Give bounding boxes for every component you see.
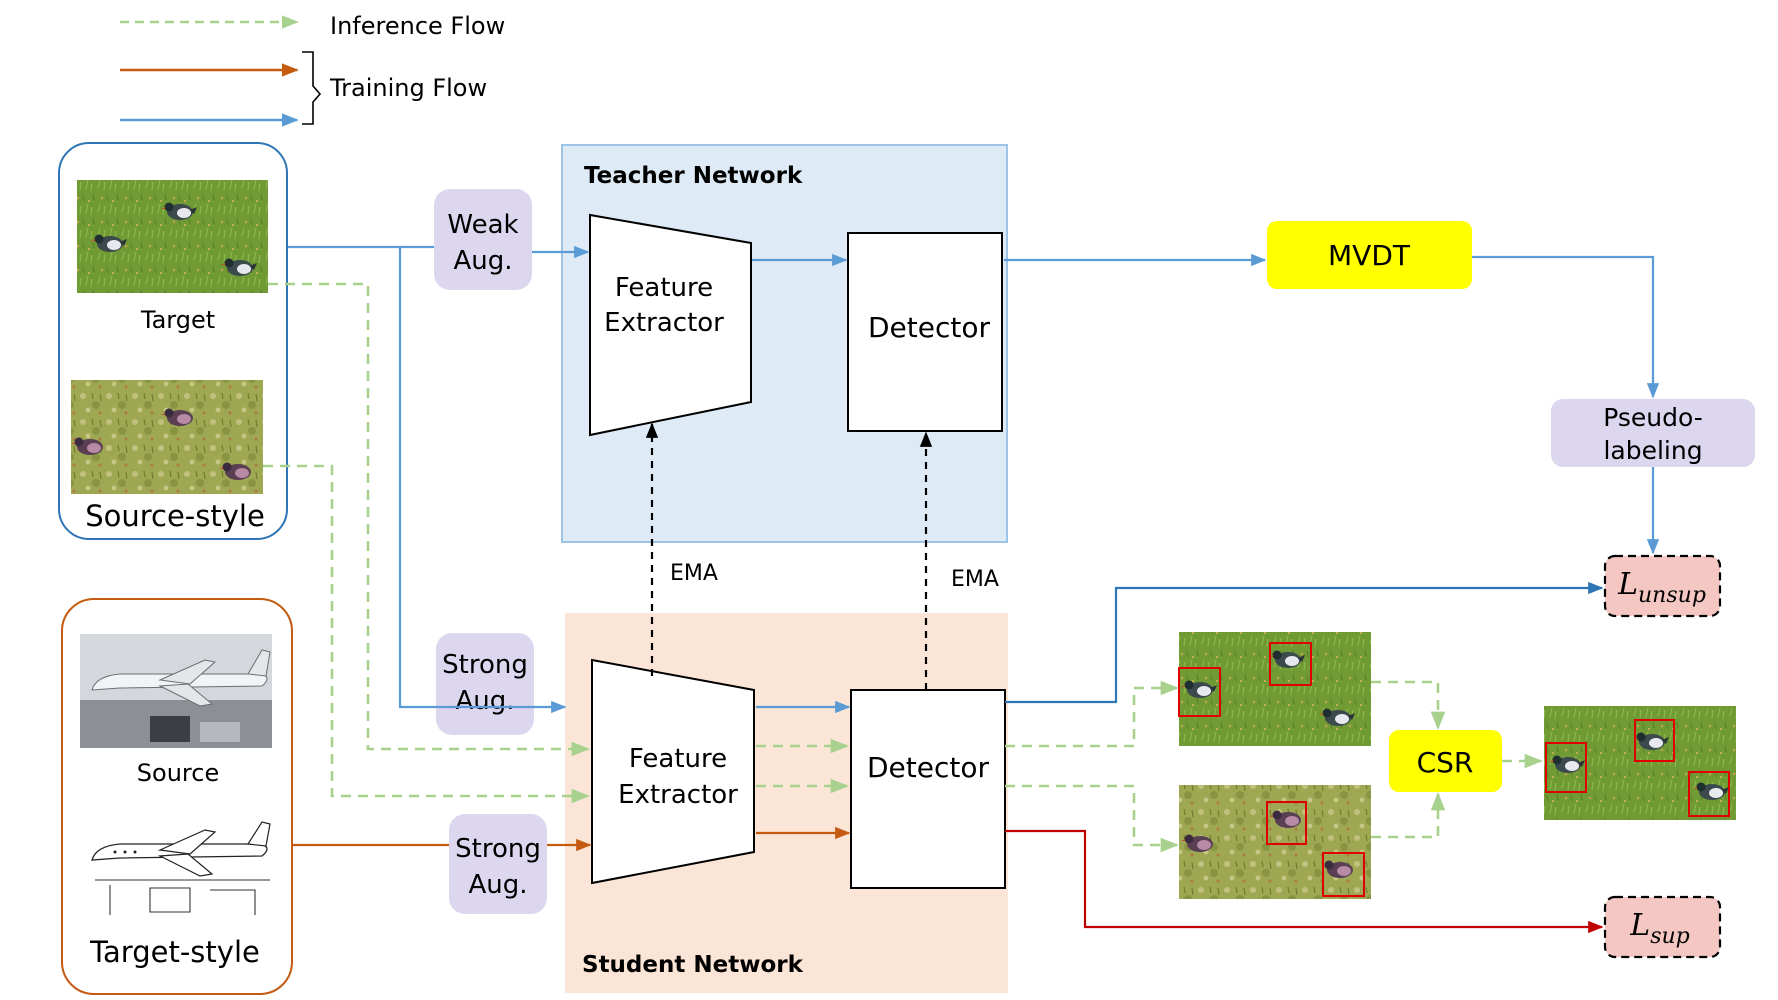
loss-unsup-symbol: L bbox=[1617, 567, 1638, 602]
student-prediction-source-style-image bbox=[1179, 785, 1371, 899]
legend-brace bbox=[302, 51, 322, 125]
loss-sup-symbol: L bbox=[1629, 908, 1650, 943]
svg-text:Lsup: Lsup bbox=[1629, 908, 1689, 949]
target-domain-frame bbox=[58, 142, 288, 540]
svg-text:Detector: Detector bbox=[867, 751, 989, 784]
loss-unsup-box: Lunsup bbox=[1603, 554, 1722, 618]
svg-text:Feature: Feature bbox=[615, 273, 713, 303]
target-style-image bbox=[82, 821, 275, 926]
svg-text:CSR: CSR bbox=[1417, 746, 1474, 779]
mvdt-box: MVDT bbox=[1267, 221, 1472, 289]
source-domain-frame bbox=[61, 598, 293, 995]
ema-label-feature: EMA bbox=[670, 561, 718, 586]
weak-aug-box: Weak Aug. bbox=[434, 189, 532, 290]
csr-box: CSR bbox=[1389, 730, 1502, 792]
svg-text:Extractor: Extractor bbox=[618, 780, 738, 810]
target-style-label: Target-style bbox=[89, 935, 260, 969]
student-network-title: Student Network bbox=[582, 952, 804, 978]
loss-unsup-subscript: unsup bbox=[1638, 583, 1706, 608]
teacher-feature-extractor: Feature Extractor bbox=[589, 213, 752, 437]
student-prediction-target-image bbox=[1178, 632, 1371, 746]
pseudo-labeling-box: Pseudo- labeling bbox=[1551, 399, 1755, 467]
svg-text:Aug.: Aug. bbox=[455, 686, 514, 716]
svg-text:Lunsup: Lunsup bbox=[1617, 567, 1706, 608]
svg-text:Aug.: Aug. bbox=[468, 870, 527, 900]
inference-flow-label: Inference Flow bbox=[330, 12, 505, 40]
ema-label-detector: EMA bbox=[951, 567, 999, 592]
svg-text:Strong: Strong bbox=[455, 834, 541, 864]
svg-text:Detector: Detector bbox=[868, 311, 990, 344]
student-to-loss-unsup-edge bbox=[1005, 581, 1604, 704]
target-label: Target bbox=[140, 306, 215, 334]
svg-text:Extractor: Extractor bbox=[604, 308, 724, 338]
student-detector: Detector bbox=[850, 689, 1006, 889]
svg-text:Aug.: Aug. bbox=[453, 246, 512, 276]
teacher-detector: Detector bbox=[847, 232, 1003, 432]
inference-flow-edges bbox=[263, 282, 1543, 853]
svg-text:MVDT: MVDT bbox=[1328, 239, 1411, 272]
source-style-label: Source-style bbox=[85, 499, 265, 533]
target-image bbox=[77, 180, 268, 293]
legend: Inference Flow Training Flow bbox=[120, 12, 505, 127]
loss-sup-subscript: sup bbox=[1650, 924, 1690, 949]
svg-text:Strong: Strong bbox=[442, 650, 528, 680]
student-feature-extractor: Feature Extractor bbox=[591, 658, 755, 885]
source-style-image bbox=[71, 380, 263, 494]
strong-aug-target-box: Strong Aug. bbox=[436, 633, 534, 735]
source-label: Source bbox=[137, 759, 219, 787]
source-image bbox=[80, 634, 272, 748]
svg-text:Pseudo-: Pseudo- bbox=[1603, 403, 1703, 432]
training-flow-source-edges bbox=[292, 826, 851, 852]
student-to-loss-sup-edge bbox=[1005, 829, 1604, 934]
loss-sup-box: Lsup bbox=[1603, 895, 1722, 959]
teacher-network-title: Teacher Network bbox=[584, 163, 803, 189]
csr-output-image bbox=[1544, 706, 1736, 820]
svg-text:labeling: labeling bbox=[1603, 436, 1702, 465]
training-flow-label: Training Flow bbox=[329, 74, 487, 102]
svg-text:Feature: Feature bbox=[629, 744, 727, 774]
svg-text:Weak: Weak bbox=[447, 210, 518, 240]
training-flow-target-edges bbox=[288, 245, 1660, 714]
strong-aug-source-box: Strong Aug. bbox=[449, 814, 547, 914]
